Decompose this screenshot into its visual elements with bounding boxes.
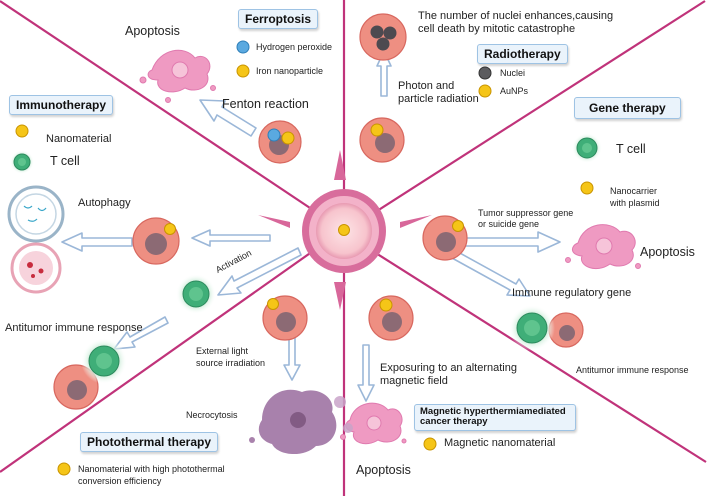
aunps-icon (478, 84, 492, 98)
antitumor-label-right: Antitumor immune response (576, 365, 689, 375)
apoptotic-cell-ferroptosis (139, 49, 216, 103)
t-cell-legend-icon-left (10, 150, 34, 174)
nanomaterial-icon (15, 124, 29, 138)
divider-top-right (351, 0, 706, 228)
nanomaterial-label: Nanomaterial (46, 133, 112, 145)
arrow-antitumor-left (113, 316, 169, 350)
tumor-cell-immunotherapy (132, 217, 180, 265)
tumor-cell-ferroptosis (258, 120, 302, 164)
light-source-label-line2: source irradiation (196, 358, 266, 368)
magnetic-nanomaterial-icon (423, 437, 437, 451)
photothermal-title: Photothermal therapy (80, 432, 219, 452)
t-cell-label-left: T cell (50, 154, 80, 168)
arrow-immune-gene (451, 251, 531, 297)
t-cells (81, 274, 555, 384)
radiotherapy-description-line2: cell death by mitotic catastrophe (418, 23, 576, 35)
tumor-cell-gene (422, 215, 468, 261)
nuclei-icon (478, 66, 492, 80)
photothermal-legend-line2: conversion efficiency (78, 476, 162, 486)
gene-label-line2: or suicide gene (478, 219, 540, 229)
immune-regulatory-gene-label: Immune regulatory gene (512, 287, 632, 299)
t-cell-activation (176, 274, 216, 314)
fenton-reaction-label: Fenton reaction (222, 97, 309, 111)
t-cell-label-right: T cell (616, 142, 646, 156)
iron-nanoparticle-icon (236, 64, 250, 78)
multinucleated-cell (359, 13, 407, 61)
apoptotic-cell-gene (565, 224, 641, 269)
arrow-gene-apoptosis (462, 231, 561, 253)
ferroptosis-title: Ferroptosis (238, 9, 319, 29)
t-cell-legend-icon-right (572, 133, 602, 163)
arrow-down-magnetic (357, 344, 375, 402)
radiation-label-line1: Photon and (398, 80, 455, 92)
legend-icons (10, 40, 602, 476)
magnetic-title-line2: cancer therapy (420, 416, 488, 428)
tumor-cell-magnetic (368, 295, 414, 341)
divider-bottom-left (0, 231, 341, 473)
gene-label-line1: Tumor suppressor gene (478, 208, 574, 218)
iron-nanoparticle-label: Iron nanoparticle (256, 66, 324, 76)
apoptotic-cells (139, 49, 641, 445)
light-source-label-line1: External light (196, 346, 249, 356)
central-blood-vessel (258, 150, 432, 310)
tumor-cell-photothermal (262, 295, 308, 341)
tumor-cells (53, 117, 584, 410)
photothermal-legend-line1: Nanomaterial with high photothermal (78, 464, 225, 474)
divider-top-left (0, 0, 341, 229)
radiotherapy-title: Radiotherapy (477, 44, 568, 64)
magnetic-title: Magnetic hyperthermiamediated cancer the… (414, 404, 576, 431)
nanocarrier-label-line1: Nanocarrier (610, 186, 658, 196)
t-cell-antitumor-left (81, 338, 127, 384)
magnetic-apoptosis-label: Apoptosis (356, 463, 411, 477)
antitumor-label-left: Antitumor immune response (5, 322, 143, 334)
photothermal-nanomaterial-icon (57, 462, 71, 476)
hydrogen-peroxide-icon (236, 40, 250, 54)
autophagy-label: Autophagy (78, 197, 131, 209)
magnetic-nanomaterial-label: Magnetic nanomaterial (444, 437, 556, 449)
t-cell-gene-antitumor (509, 305, 555, 351)
autophagy-structure (7, 185, 65, 294)
arrow-fenton (199, 99, 257, 137)
immunotherapy-title: Immunotherapy (9, 95, 114, 115)
nanocarrier-icon (580, 181, 594, 195)
hydrogen-peroxide-label: Hydrogen peroxide (256, 42, 333, 52)
tumor-cell-gene-antitumor (548, 312, 584, 348)
gene-apoptosis-label: Apoptosis (640, 245, 695, 259)
magnetic-field-label-line2: magnetic field (380, 375, 448, 387)
arrow-activation (217, 247, 302, 296)
apoptotic-cell-magnetic (340, 402, 407, 445)
tumor-cell-radiotherapy (359, 117, 405, 163)
radiotherapy-description-line1: The number of nuclei enhances,causing (418, 10, 614, 22)
nuclei-label: Nuclei (500, 68, 526, 78)
necrotic-cell (249, 389, 353, 455)
arrows (61, 50, 561, 402)
nanocarrier-label-line2: with plasmid (610, 198, 660, 208)
gene-therapy-title: Gene therapy (574, 97, 681, 119)
necrocytosis-label: Necrocytosis (186, 410, 238, 420)
arrow-to-tumor-left (191, 229, 271, 247)
ferroptosis-apoptosis-label: Apoptosis (125, 24, 180, 38)
central-nanoparticle-icon (338, 224, 350, 236)
magnetic-field-label-line1: Exposuring to an alternating (380, 362, 517, 374)
aunps-label: AuNPs (500, 86, 529, 96)
arrow-autophagy (61, 232, 133, 252)
radiation-label-line2: particle radiation (398, 93, 479, 105)
magnetic-title-line1: Magnetic hyperthermiamediated (420, 406, 566, 417)
